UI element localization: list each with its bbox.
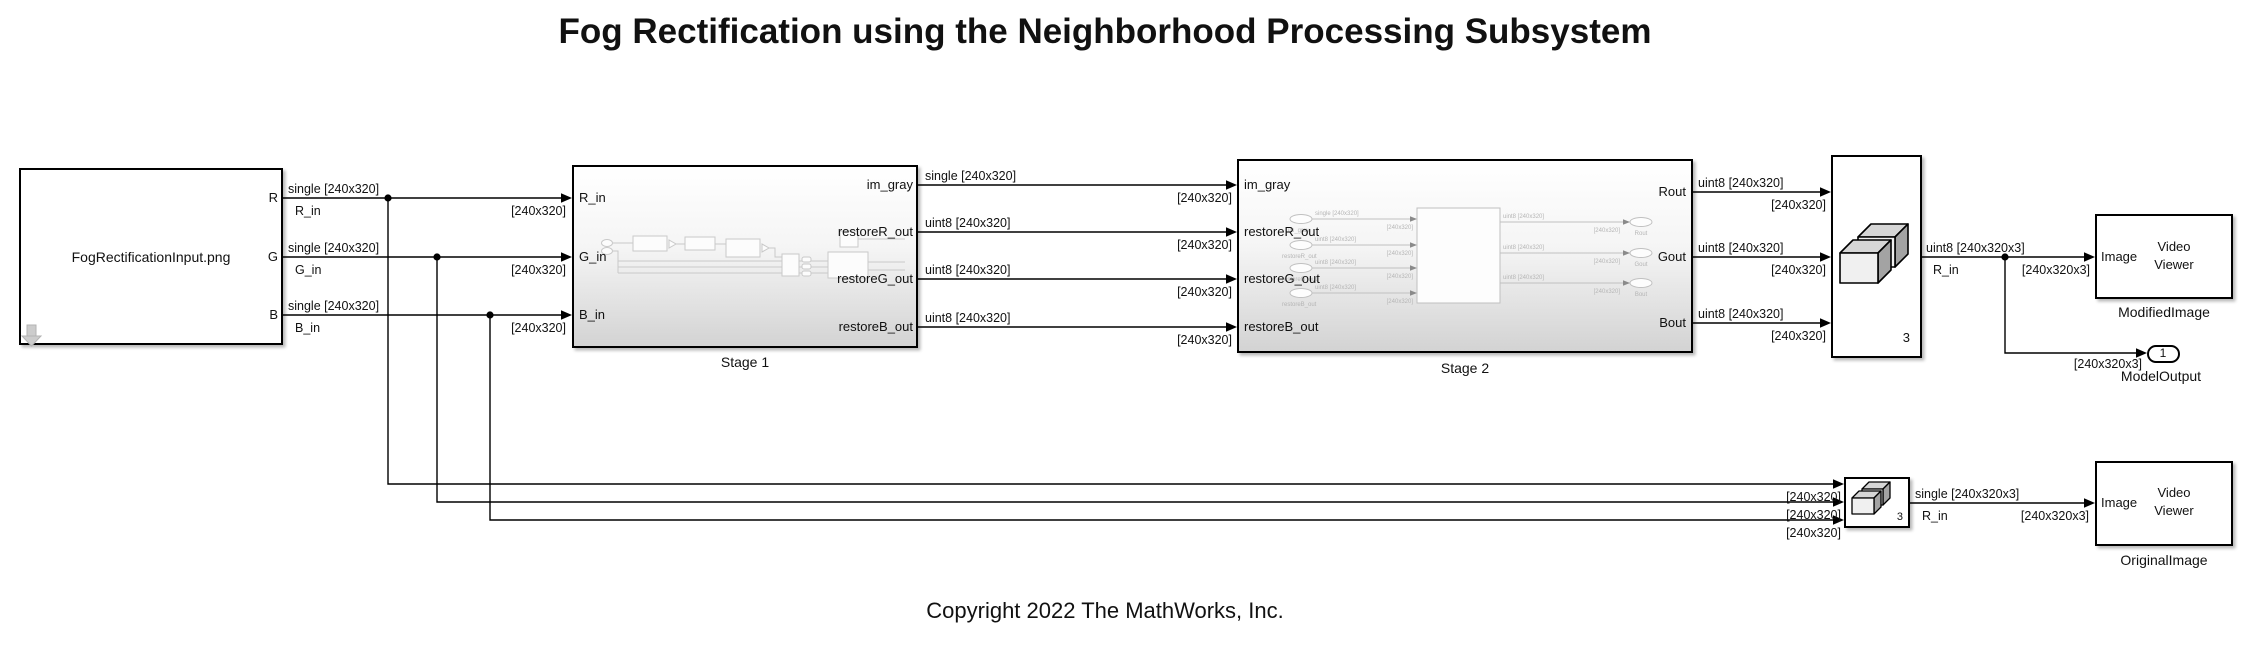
viewer-text: Viewer xyxy=(2154,257,2194,272)
stage2-inport-label: restoreB_out xyxy=(1244,319,1319,334)
arrowhead xyxy=(1226,227,1237,237)
viewer-modified-label: ModifiedImage xyxy=(2118,304,2210,320)
viewer-text: Video xyxy=(2157,239,2191,254)
arrowhead xyxy=(1226,322,1237,332)
signal-type-label: single [240x320] xyxy=(288,182,380,196)
stage1-outport-label: im_gray xyxy=(866,177,913,192)
signal-type-label: single [240x320] xyxy=(288,241,380,255)
arrowhead xyxy=(1226,274,1237,284)
signal-dim-label: [240x320] xyxy=(1177,333,1232,347)
stage1-outport-label: restoreR_out xyxy=(837,224,913,239)
branch-dot xyxy=(486,311,494,319)
stage1-block-label: Stage 1 xyxy=(720,354,770,370)
signal-type-label: uint8 [240x320] xyxy=(1698,307,1784,321)
video-viewer-original-block[interactable] xyxy=(2095,461,2233,546)
signal-name-label: G_in xyxy=(295,263,322,277)
stage1-inport-label: R_in xyxy=(579,190,606,205)
viewer-text: Video xyxy=(2157,485,2191,500)
signal-type-label: uint8 [240x320] xyxy=(925,311,1011,325)
arrowhead xyxy=(1820,187,1831,197)
stage2-inport-label: im_gray xyxy=(1244,177,1291,192)
signal-type-label: single [240x320x3] xyxy=(1915,487,2020,501)
stage1-outport-label: restoreB_out xyxy=(838,319,913,334)
signal-dim-label: [240x320] xyxy=(1771,329,1826,343)
signal-type-label: uint8 [240x320] xyxy=(1698,241,1784,255)
arrowhead xyxy=(561,193,572,203)
viewer-image-port-label: Image xyxy=(2101,495,2138,510)
signal-dim-label: [240x320] xyxy=(1177,191,1232,205)
concatenate-top-block[interactable] xyxy=(1831,155,1922,358)
signal-name-label: R_in xyxy=(1933,263,1959,277)
signal-dim-label: [240x320] xyxy=(1786,490,1841,504)
arrowhead xyxy=(2084,498,2095,508)
signal-dim-label: [240x320] xyxy=(1786,526,1841,540)
arrowhead xyxy=(2084,252,2095,262)
stage2-outport-label: Gout xyxy=(1657,249,1686,264)
signal-type-label: uint8 [240x320] xyxy=(925,263,1011,277)
signal-dim-label: [240x320] xyxy=(1771,263,1826,277)
stage2-block-label: Stage 2 xyxy=(1440,360,1490,376)
signal-dim-label: [240x320x3] xyxy=(2021,263,2090,277)
signal-dim-label: [240x320] xyxy=(511,204,566,218)
signal-dim-label: [240x320] xyxy=(1177,285,1232,299)
concat-bottom-count: 3 xyxy=(1896,511,1903,523)
branch-dot xyxy=(433,253,441,261)
signal-type-label: uint8 [240x320x3] xyxy=(1926,241,2025,255)
signal-type-label: single [240x320] xyxy=(925,169,1017,183)
viewer-image-port-label: Image xyxy=(2101,249,2138,264)
signal-type-label: uint8 [240x320] xyxy=(925,216,1011,230)
model-output-port-block[interactable] xyxy=(2147,345,2180,363)
arrowhead xyxy=(1820,318,1831,328)
signal-name-label: R_in xyxy=(295,204,321,218)
stage2-inport-label: restoreG_out xyxy=(1244,271,1320,286)
stage2-outport-label: Bout xyxy=(1659,315,1686,330)
port-label-R: R xyxy=(268,190,278,205)
branch-dot xyxy=(384,194,392,202)
signal-dim-label: [240x320x3] xyxy=(2020,509,2089,523)
stage1-inport-label: B_in xyxy=(579,307,606,322)
signal-dim-label: [240x320] xyxy=(511,321,566,335)
signal-name-label: R_in xyxy=(1922,509,1948,523)
viewer-text: Viewer xyxy=(2154,503,2194,518)
arrowhead xyxy=(561,252,572,262)
concat-top-count: 3 xyxy=(1902,330,1910,345)
signal-dim-label: [240x320x3] xyxy=(2073,357,2142,371)
signal-name-label: B_in xyxy=(295,321,321,335)
signal-type-label: uint8 [240x320] xyxy=(1698,176,1784,190)
input-image-block[interactable] xyxy=(19,168,283,345)
viewer-original-label: OriginalImage xyxy=(2120,552,2208,568)
stage1-inport-label: G_in xyxy=(579,249,607,264)
model-output-label: ModelOutput xyxy=(2120,368,2202,384)
arrowhead xyxy=(561,310,572,320)
copyright-annotation: Copyright 2022 The MathWorks, Inc. xyxy=(926,598,1284,623)
input-block-name: FogRectificationInput.png xyxy=(71,249,231,265)
signal-type-label: single [240x320] xyxy=(288,299,380,313)
signal-dim-label: [240x320] xyxy=(1786,508,1841,522)
stage2-inport-label: restoreR_out xyxy=(1244,224,1320,239)
arrowhead xyxy=(1226,180,1237,190)
port-label-G: G xyxy=(267,249,278,264)
arrowhead xyxy=(1833,479,1844,489)
stage1-outport-label: restoreG_out xyxy=(837,271,913,286)
port-label-B: B xyxy=(269,307,278,322)
stage2-outport-label: Rout xyxy=(1658,184,1686,199)
model-title: Fog Rectification using the Neighborhood… xyxy=(558,12,1652,51)
model-output-number: 1 xyxy=(2159,346,2167,360)
signal-dim-label: [240x320] xyxy=(1771,198,1826,212)
signal-dim-label: [240x320] xyxy=(511,263,566,277)
signal-dim-label: [240x320] xyxy=(1177,238,1232,252)
arrowhead xyxy=(1820,252,1831,262)
